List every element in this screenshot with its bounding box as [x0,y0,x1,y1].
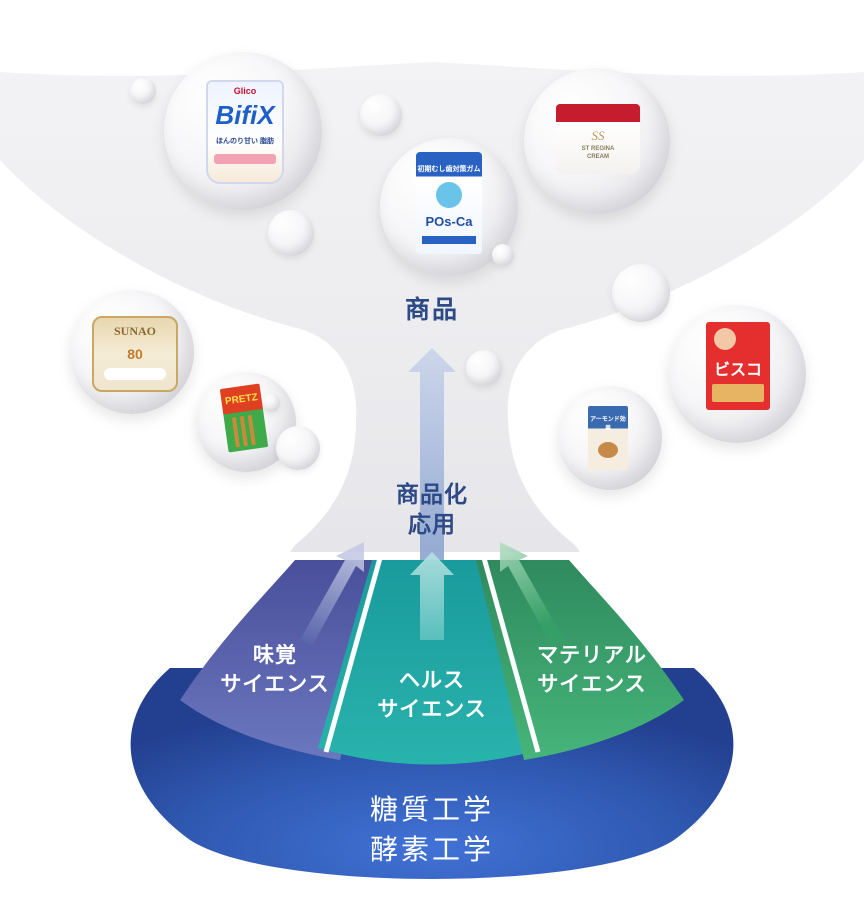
small-bubble [130,78,156,104]
small-bubble [492,244,514,266]
small-bubble [360,94,402,136]
posca-product-image: 初期むし歯対策ガム POs-Ca [416,152,482,254]
small-bubble [268,210,314,256]
small-bubble [276,426,320,470]
small-bubble [262,394,280,412]
taste-science-label: 味覚 サイエンス [220,643,330,696]
sunao-product-image: SUNAO 80 [92,316,178,392]
application-label: 商品化 応用 [396,482,468,538]
arrow-product [408,348,456,560]
arrow-health [410,552,454,640]
regina-cream-image: SS ST REGINA CREAM [556,104,640,174]
health-science-label: ヘルス サイエンス [377,668,487,721]
material-science-label: マテリアル サイエンス [537,643,647,696]
bisco-product-image: ビスコ [706,322,770,410]
small-bubble [612,264,670,322]
almond-product-image: アーモンド効果 [588,406,628,470]
small-bubble [466,350,502,386]
foundation-label: 糖質工学 酵素工学 [369,793,494,866]
product-label: 商品 [404,295,459,324]
arrow-material [500,542,564,646]
bifix-product-image: Glico BifiX ほんのり甘い 脂肪 [206,80,284,184]
arrow-taste [300,542,364,646]
